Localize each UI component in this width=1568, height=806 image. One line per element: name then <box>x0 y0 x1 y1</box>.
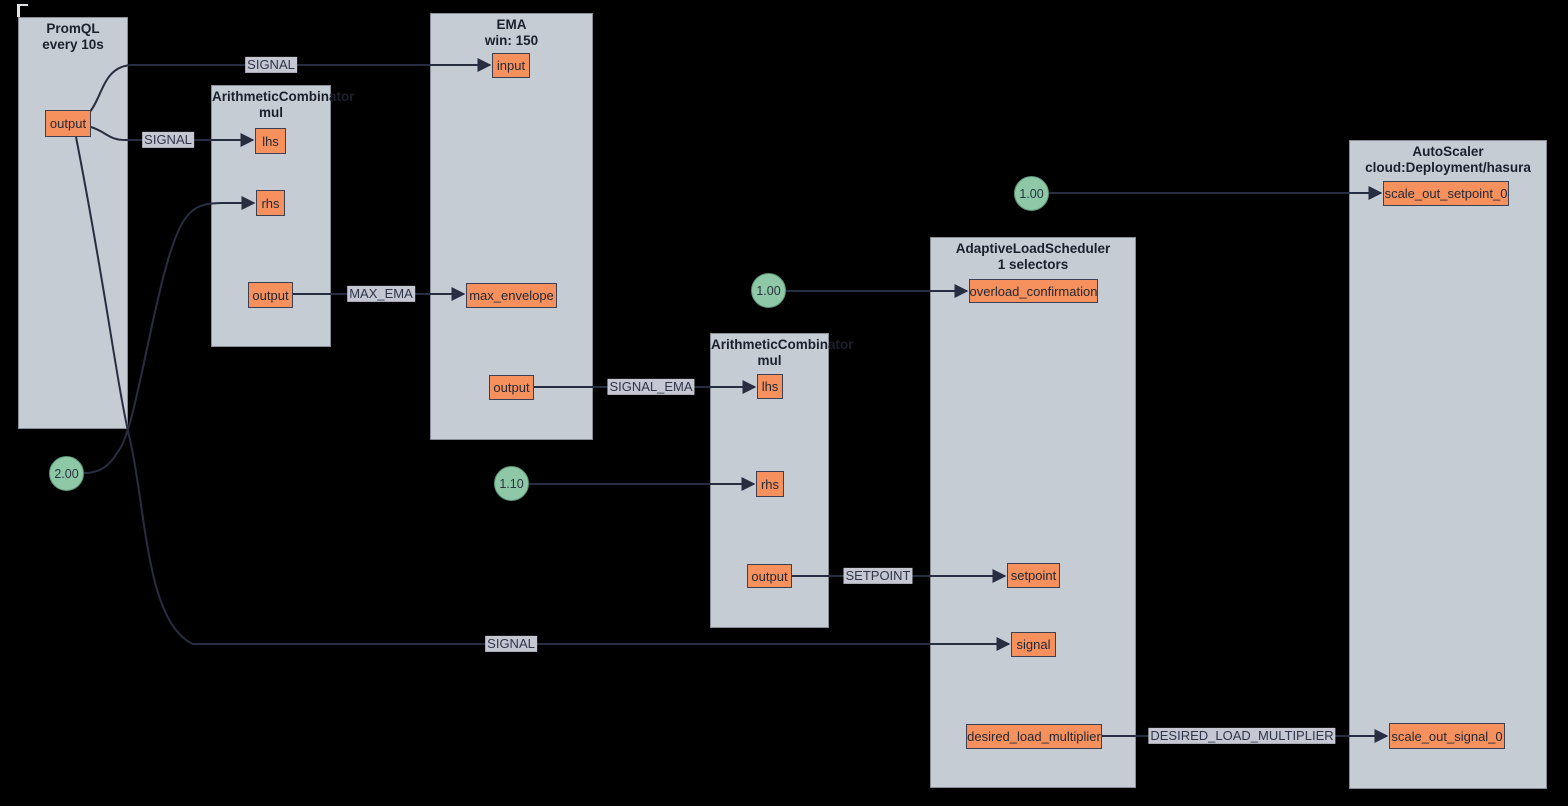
port-combinator2-output: output <box>747 564 792 588</box>
node-subtitle-text: win: 150 <box>484 32 539 48</box>
port-scheduler-overload-confirmation: overload_confirmation <box>969 279 1098 303</box>
node-autoscaler: AutoScaler cloud:Deployment/hasura <box>1349 140 1547 789</box>
edge-label-desired-load-multiplier: DESIRED_LOAD_MULTIPLIER <box>1148 727 1336 745</box>
port-ema-input: input <box>492 53 530 78</box>
corner-mark <box>17 4 28 17</box>
port-ema-max-envelope: max_envelope <box>466 283 557 308</box>
port-autoscaler-scale-out-signal-0: scale_out_signal_0 <box>1389 723 1505 749</box>
port-scheduler-desired-load-multiplier: desired_load_multiplier <box>966 724 1102 749</box>
node-subtitle-text: every 10s <box>42 36 104 52</box>
node-promql: PromQL every 10s <box>18 17 128 429</box>
node-title: ArithmeticCombinator mul <box>212 89 355 121</box>
node-title: ArithmeticCombinator mul <box>711 337 854 369</box>
node-title-text: AutoScaler <box>1412 144 1484 159</box>
node-adaptive-load-scheduler: AdaptiveLoadScheduler 1 selectors <box>930 237 1136 788</box>
node-title: AutoScaler cloud:Deployment/hasura <box>1350 144 1546 176</box>
node-title: AdaptiveLoadScheduler 1 selectors <box>931 241 1135 273</box>
node-subtitle-text: cloud:Deployment/hasura <box>1365 159 1531 175</box>
port-autoscaler-scale-out-setpoint-0: scale_out_setpoint_0 <box>1383 181 1509 206</box>
port-combinator1-lhs: lhs <box>255 128 286 154</box>
node-subtitle-text: mul <box>757 352 782 368</box>
edge-label-signal-ema: SIGNAL_EMA <box>607 378 695 396</box>
port-combinator2-lhs: lhs <box>757 374 783 399</box>
node-title-text: PromQL <box>46 21 100 36</box>
constant-node-1-10: 1.10 <box>494 466 529 501</box>
node-title: PromQL every 10s <box>19 21 127 53</box>
constant-node-2-00: 2.00 <box>49 456 84 491</box>
node-title-text: ArithmeticCombinator <box>711 337 854 352</box>
constant-node-1-00-a: 1.00 <box>751 273 786 308</box>
port-combinator2-rhs: rhs <box>756 471 784 497</box>
edge-label-signal-lhs: SIGNAL <box>142 131 194 149</box>
port-combinator1-rhs: rhs <box>256 190 285 216</box>
port-ema-output: output <box>489 375 534 400</box>
node-subtitle-text: mul <box>258 104 283 120</box>
edge-label-max-ema: MAX_EMA <box>347 285 415 303</box>
port-scheduler-setpoint: setpoint <box>1007 563 1060 588</box>
port-promql-output: output <box>45 110 91 137</box>
port-scheduler-signal: signal <box>1011 632 1056 657</box>
constant-node-1-00-b: 1.00 <box>1014 176 1049 211</box>
edge-label-signal-bottom: SIGNAL <box>485 635 537 653</box>
edge-label-setpoint: SETPOINT <box>843 567 913 585</box>
node-title-text: EMA <box>496 17 527 32</box>
node-title-text: ArithmeticCombinator <box>212 89 355 104</box>
node-title-text: AdaptiveLoadScheduler <box>955 241 1111 256</box>
node-title: EMA win: 150 <box>431 17 592 49</box>
node-subtitle-text: 1 selectors <box>997 256 1069 272</box>
port-combinator1-output: output <box>248 282 293 308</box>
edge-label-signal-top: SIGNAL <box>245 56 297 74</box>
